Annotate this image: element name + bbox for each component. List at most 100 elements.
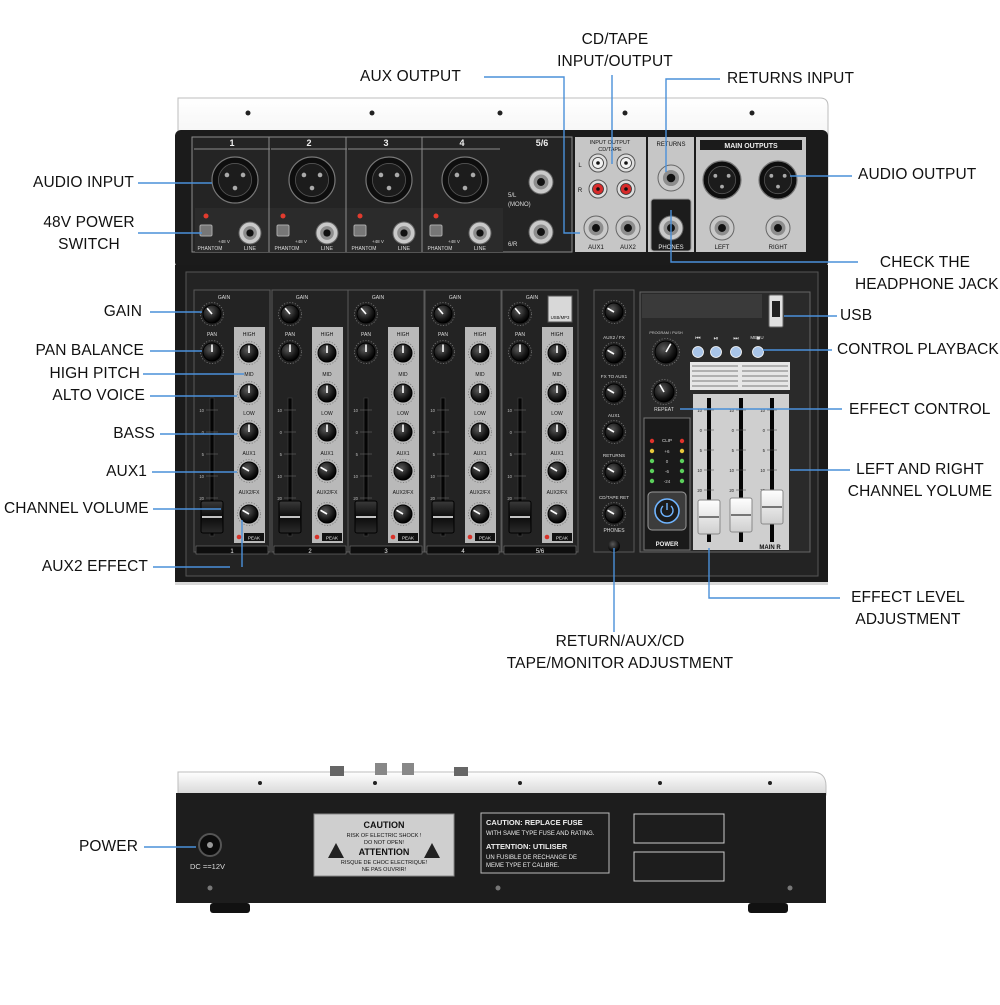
callout-cd-tape-line2: INPUT/OUTPUT <box>557 53 673 70</box>
pan-label-5: PAN <box>515 332 525 338</box>
phantom-led-3 <box>357 213 363 219</box>
svg-text:5: 5 <box>433 452 436 457</box>
callout-cd-tape: CD/TAPE INPUT/OUTPUT <box>545 29 685 73</box>
mid-label-1: MID <box>244 372 254 378</box>
callout-aux-output: AUX OUTPUT <box>360 66 461 88</box>
svg-text:20: 20 <box>353 496 358 501</box>
callout-audio-input-text: AUDIO INPUT <box>33 174 134 191</box>
line-label-4: LINE <box>474 246 487 252</box>
usb-mp3-button <box>547 295 573 323</box>
master-knob-label-3: FX TO AUX1 <box>601 374 628 379</box>
svg-text:0: 0 <box>510 430 513 435</box>
callout-aux-output-text: AUX OUTPUT <box>360 68 461 85</box>
phantom-switch-4 <box>429 224 443 237</box>
callout-effect-level-line2: ADJUSTMENT <box>855 611 961 628</box>
channel-number-1: 1 <box>229 138 234 148</box>
plus48-label-3: +48 V <box>372 239 384 244</box>
playback-button-1 <box>692 346 704 358</box>
callout-control-playback: CONTROL PLAYBACK <box>837 339 999 361</box>
playback-button-2 <box>710 346 722 358</box>
phantom-switch-1 <box>199 224 213 237</box>
callout-power-text: POWER <box>78 838 138 855</box>
svg-text:5: 5 <box>356 452 359 457</box>
callout-leader-lines <box>138 75 858 848</box>
fader-track-3 <box>363 397 369 537</box>
strip-number-4: 4 <box>461 549 465 555</box>
peak-label-1: PEAK <box>248 536 260 541</box>
meter-value-2: 0 <box>666 459 669 464</box>
low-label-2: LOW <box>321 411 333 417</box>
callout-usb-text: USB <box>840 307 873 324</box>
meter-led-right-4 <box>679 468 685 474</box>
peak-led-5 <box>544 534 550 540</box>
left-jack-label: LEFT <box>715 245 730 251</box>
peak-led-4 <box>467 534 473 540</box>
callout-gain-text: GAIN <box>103 303 142 320</box>
callout-pan-balance-text: PAN BALANCE <box>35 342 144 359</box>
callout-48v-line1: 48V POWER <box>43 214 135 231</box>
returns-label: RETURNS <box>656 142 685 148</box>
svg-text:0: 0 <box>356 430 359 435</box>
callout-aux1-text: AUX1 <box>106 463 147 480</box>
gain-label-4: GAIN <box>449 295 462 301</box>
gain-label-1: GAIN <box>218 295 231 301</box>
master-knob-label-6: CD/TAPE RET <box>599 495 629 500</box>
svg-text:10: 10 <box>353 474 358 479</box>
phantom-led-4 <box>433 213 439 219</box>
right-jack-label: RIGHT <box>769 245 788 251</box>
callout-effect-control: EFFECT CONTROL <box>849 399 990 421</box>
mixer-back-view <box>176 763 827 913</box>
mono-label-1: 5/L <box>508 193 517 199</box>
meter-led-right-1 <box>679 438 685 444</box>
phantom-label-4: PHANTOM <box>428 246 453 252</box>
playback-button-3 <box>730 346 742 358</box>
phantom-label-3: PHANTOM <box>352 246 377 252</box>
high-label-5: HIGH <box>551 332 564 338</box>
fader-track-2 <box>287 397 293 537</box>
callout-returns-input: RETURNS INPUT <box>727 68 854 90</box>
callout-audio-input: AUDIO INPUT <box>14 172 134 194</box>
line-label-1: LINE <box>244 246 257 252</box>
fuse-attention-2: UN FUSIBLE DE RECHANGE DE <box>486 855 577 861</box>
callout-effect-control-text: EFFECT CONTROL <box>849 401 991 418</box>
phantom-switch-3 <box>353 224 367 237</box>
caution-line-1: RISK OF ELECTRIC SHOCK ! <box>347 833 422 839</box>
callout-usb: USB <box>840 305 872 327</box>
svg-text:10: 10 <box>760 408 765 413</box>
phantom-led-1 <box>203 213 209 219</box>
svg-text:10: 10 <box>760 468 765 473</box>
svg-text:10: 10 <box>697 408 702 413</box>
phantom-label-1: PHANTOM <box>198 246 223 252</box>
aux1-label-1: AUX1 <box>242 451 255 457</box>
callout-return-adjustment-line1: RETURN/AUX/CD <box>555 633 685 650</box>
svg-text:0: 0 <box>763 428 766 433</box>
svg-text:0: 0 <box>700 428 703 433</box>
aux2fx-label-2: AUX2/FX <box>317 490 339 496</box>
cd-tape-small-label: CD/TAPE <box>598 147 622 153</box>
low-label-3: LOW <box>397 411 409 417</box>
callout-check-headphone-line1: CHECK THE <box>879 254 971 271</box>
svg-text:20: 20 <box>430 496 435 501</box>
phantom-label-2: PHANTOM <box>275 246 300 252</box>
aux1-label-3: AUX1 <box>396 451 409 457</box>
meter-value-4: -24 <box>664 479 671 484</box>
phones-volume-knob <box>608 540 620 552</box>
peak-label-4: PEAK <box>479 536 491 541</box>
peak-led-2 <box>314 534 320 540</box>
svg-text:20: 20 <box>277 496 282 501</box>
master-knob-label-4: AUX1 <box>608 413 620 418</box>
high-label-4: HIGH <box>474 332 487 338</box>
callout-channel-volume-text: CHANNEL VOLUME <box>4 500 149 517</box>
callout-48v-switch: 48V POWER SWITCH <box>34 212 144 256</box>
svg-text:0: 0 <box>732 428 735 433</box>
plus48-label-2: +48 V <box>295 239 307 244</box>
svg-text:10: 10 <box>353 408 358 413</box>
gain-label-2: GAIN <box>296 295 309 301</box>
pan-label-2: PAN <box>285 332 295 338</box>
mid-label-5: MID <box>552 372 562 378</box>
callout-channel-volume: CHANNEL VOLUME <box>4 498 149 520</box>
high-label-3: HIGH <box>397 332 410 338</box>
aux2fx-label-3: AUX2/FX <box>393 490 415 496</box>
plus48-label-1: +48 V <box>218 239 230 244</box>
dc-label: DC ==12V <box>190 862 225 871</box>
